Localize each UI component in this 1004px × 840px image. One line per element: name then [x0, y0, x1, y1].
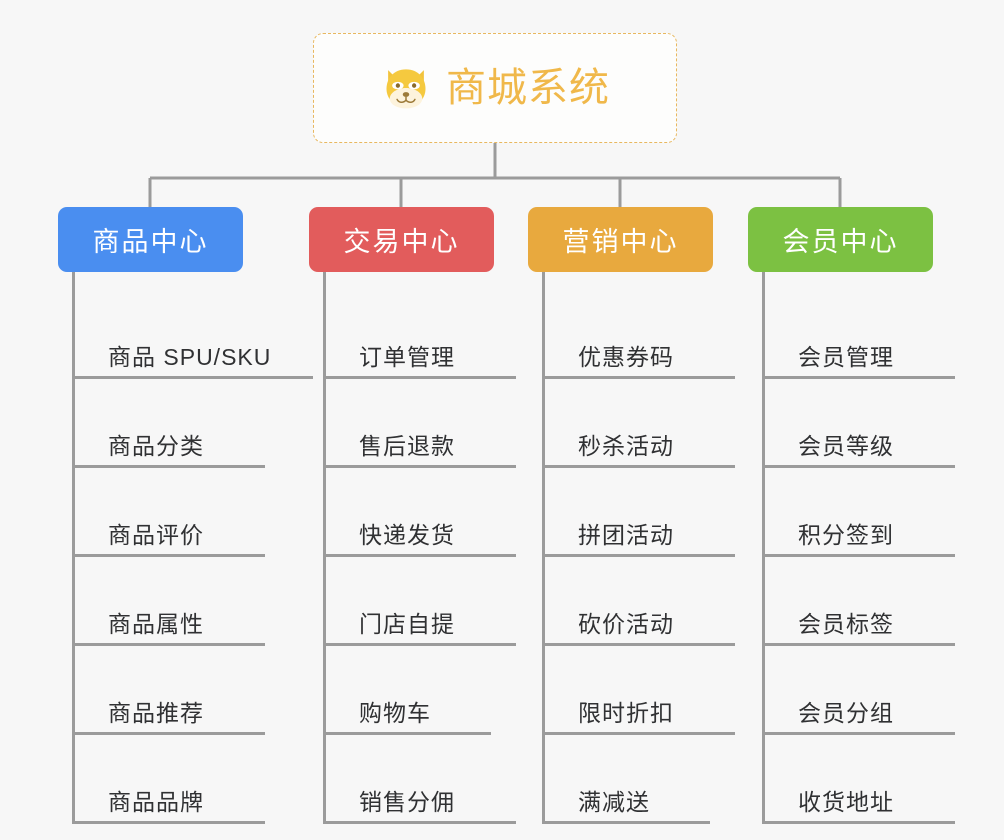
shiba-dog-face-icon — [386, 69, 426, 109]
leaf-item[interactable]: 收货地址 — [765, 735, 955, 824]
leaf-item[interactable]: 商品评价 — [75, 468, 271, 557]
leaf-list-marketing-center: 优惠券码 秒杀活动 拼团活动 砍价活动 限时折扣 满减送 — [542, 272, 735, 824]
branch-header-label: 交易中心 — [343, 227, 460, 257]
leaf-list-trade-center: 订单管理 售后退款 快递发货 门店自提 购物车 销售分佣 — [323, 272, 516, 824]
leaf-item[interactable]: 售后退款 — [326, 379, 516, 468]
leaf-label: 购物车 — [326, 700, 491, 735]
leaf-item[interactable]: 销售分佣 — [326, 735, 516, 824]
branch-member-center: 会员中心 会员管理 会员等级 积分签到 会员标签 会员分组 收货地址 — [748, 207, 955, 824]
leaf-item[interactable]: 商品推荐 — [75, 646, 271, 735]
leaf-underline — [765, 554, 955, 557]
leaf-item[interactable]: 门店自提 — [326, 557, 516, 646]
leaf-list-member-center: 会员管理 会员等级 积分签到 会员标签 会员分组 收货地址 — [762, 272, 955, 824]
leaf-label: 订单管理 — [326, 344, 516, 379]
leaf-label: 售后退款 — [326, 433, 516, 468]
leaf-underline — [545, 376, 735, 379]
leaf-item[interactable]: 商品分类 — [75, 379, 271, 468]
leaf-label: 优惠券码 — [545, 344, 735, 379]
leaf-underline — [765, 732, 955, 735]
branch-header-label: 商品中心 — [92, 227, 209, 257]
branch-marketing-center: 营销中心 优惠券码 秒杀活动 拼团活动 砍价活动 限时折扣 满减送 — [528, 207, 735, 824]
leaf-label: 销售分佣 — [326, 789, 516, 824]
leaf-label: 会员管理 — [765, 344, 955, 379]
leaf-label: 会员分组 — [765, 700, 955, 735]
branch-header-label: 会员中心 — [782, 227, 899, 257]
leaf-item[interactable]: 限时折扣 — [545, 646, 735, 735]
leaf-underline — [765, 376, 955, 379]
leaf-label: 商品推荐 — [75, 700, 265, 735]
leaf-underline — [75, 643, 265, 646]
leaf-item[interactable]: 购物车 — [326, 646, 494, 735]
leaf-item[interactable]: 满减送 — [545, 735, 713, 824]
leaf-label: 商品属性 — [75, 611, 265, 646]
leaf-underline — [326, 376, 516, 379]
leaf-label: 会员标签 — [765, 611, 955, 646]
leaf-item[interactable]: 砍价活动 — [545, 557, 735, 646]
branch-product-center: 商品中心 商品 SPU/SKU 商品分类 商品评价 商品属性 商品推荐 商品品牌 — [58, 207, 313, 824]
leaf-underline — [545, 465, 735, 468]
leaf-underline — [326, 643, 516, 646]
leaf-underline — [545, 643, 735, 646]
leaf-underline — [75, 554, 265, 557]
leaf-label: 砍价活动 — [545, 611, 735, 646]
leaf-item[interactable]: 快递发货 — [326, 468, 516, 557]
root-title: 商城系统 — [446, 66, 610, 110]
leaf-item[interactable]: 拼团活动 — [545, 468, 735, 557]
leaf-label: 商品品牌 — [75, 789, 265, 824]
leaf-underline — [545, 554, 735, 557]
leaf-item[interactable]: 积分签到 — [765, 468, 955, 557]
leaf-label: 商品评价 — [75, 522, 265, 557]
leaf-underline — [75, 732, 265, 735]
leaf-label: 商品 SPU/SKU — [75, 344, 313, 379]
branch-header-product-center[interactable]: 商品中心 — [58, 207, 243, 272]
leaf-label: 拼团活动 — [545, 522, 735, 557]
leaf-item[interactable]: 商品品牌 — [75, 735, 271, 824]
leaf-item[interactable]: 商品属性 — [75, 557, 271, 646]
leaf-label: 秒杀活动 — [545, 433, 735, 468]
leaf-underline — [545, 821, 710, 824]
leaf-item[interactable]: 会员等级 — [765, 379, 955, 468]
leaf-underline — [75, 376, 313, 379]
branch-header-member-center[interactable]: 会员中心 — [748, 207, 933, 272]
leaf-underline — [326, 554, 516, 557]
leaf-underline — [545, 732, 735, 735]
leaf-underline — [326, 465, 516, 468]
branch-header-trade-center[interactable]: 交易中心 — [309, 207, 494, 272]
branch-header-label: 营销中心 — [562, 227, 679, 257]
leaf-list-product-center: 商品 SPU/SKU 商品分类 商品评价 商品属性 商品推荐 商品品牌 — [72, 272, 313, 824]
leaf-underline — [326, 732, 491, 735]
leaf-label: 门店自提 — [326, 611, 516, 646]
branch-header-marketing-center[interactable]: 营销中心 — [528, 207, 713, 272]
leaf-item[interactable]: 订单管理 — [326, 290, 516, 379]
leaf-label: 会员等级 — [765, 433, 955, 468]
root-node[interactable]: 商城系统 — [313, 33, 677, 143]
leaf-underline — [326, 821, 516, 824]
leaf-item[interactable]: 商品 SPU/SKU — [75, 290, 313, 379]
leaf-underline — [75, 465, 265, 468]
leaf-label: 限时折扣 — [545, 700, 735, 735]
leaf-label: 商品分类 — [75, 433, 265, 468]
leaf-label: 满减送 — [545, 789, 710, 824]
leaf-item[interactable]: 会员标签 — [765, 557, 955, 646]
leaf-item[interactable]: 优惠券码 — [545, 290, 735, 379]
leaf-underline — [765, 643, 955, 646]
leaf-underline — [75, 821, 265, 824]
branch-trade-center: 交易中心 订单管理 售后退款 快递发货 门店自提 购物车 销售分佣 — [309, 207, 516, 824]
leaf-label: 快递发货 — [326, 522, 516, 557]
leaf-underline — [765, 821, 955, 824]
leaf-label: 积分签到 — [765, 522, 955, 557]
leaf-item[interactable]: 秒杀活动 — [545, 379, 735, 468]
leaf-item[interactable]: 会员管理 — [765, 290, 955, 379]
leaf-item[interactable]: 会员分组 — [765, 646, 955, 735]
leaf-underline — [765, 465, 955, 468]
leaf-label: 收货地址 — [765, 789, 955, 824]
